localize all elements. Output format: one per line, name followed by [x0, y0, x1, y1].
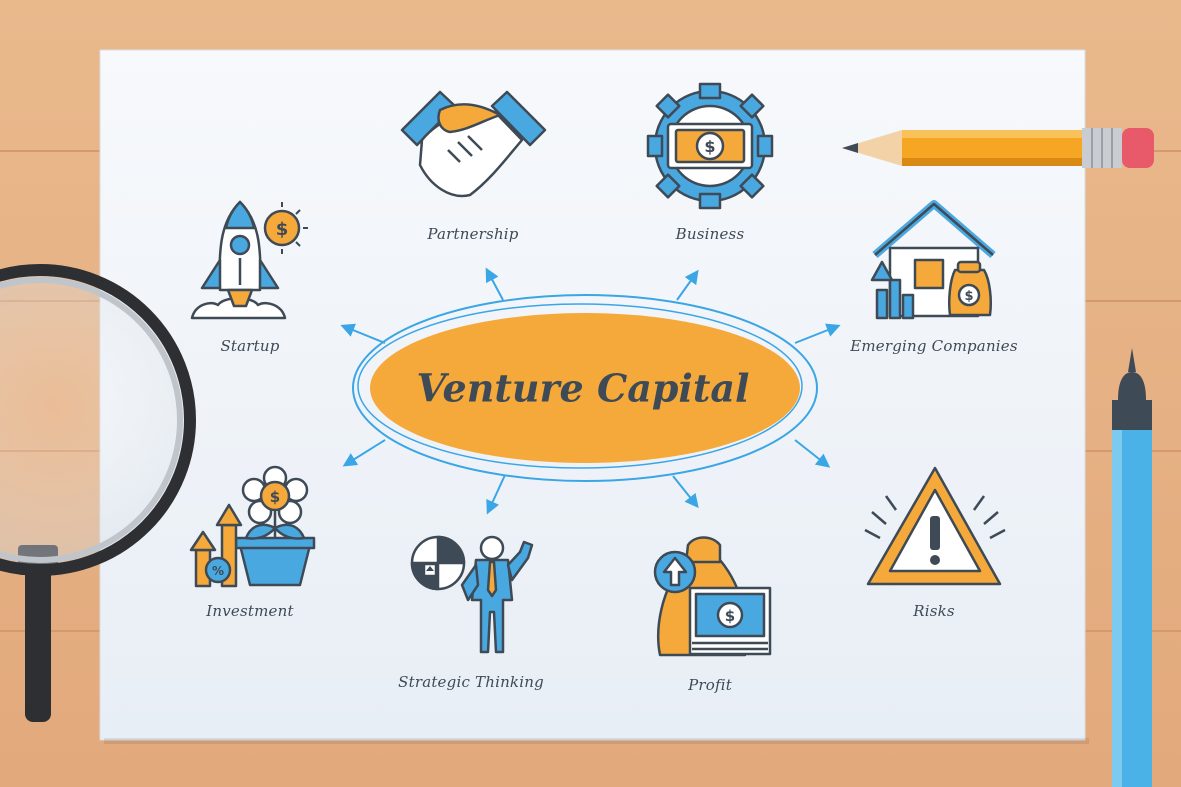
magnifying-glass-prop	[0, 264, 196, 722]
arrow-strategic	[486, 474, 506, 515]
node-label-strategic-thinking: Strategic Thinking	[398, 673, 544, 691]
svg-text:$: $	[270, 488, 280, 506]
warning-triangle-icon	[864, 466, 1006, 586]
arrow-startup	[340, 323, 386, 344]
plant-growth-icon: $ %	[189, 465, 316, 588]
arrow-emerging	[794, 323, 841, 344]
arrow-risks	[794, 439, 831, 468]
house-growth-icon: $	[870, 200, 996, 320]
svg-text:$: $	[276, 219, 289, 240]
svg-text:$: $	[725, 607, 735, 625]
connector-arrows	[340, 267, 841, 515]
svg-text:$: $	[964, 289, 973, 304]
node-label-investment: Investment	[206, 602, 294, 620]
money-bag-icon: $	[653, 536, 772, 657]
node-label-partnership: Partnership	[427, 225, 519, 243]
handshake-icon	[400, 90, 547, 198]
arrow-partnership	[485, 267, 504, 301]
center-node	[352, 294, 818, 482]
arrow-profit	[672, 475, 699, 509]
node-label-profit: Profit	[688, 676, 732, 694]
pencil-prop	[842, 128, 1154, 168]
pen-prop	[1112, 348, 1152, 787]
businessman-chart-icon	[410, 535, 534, 654]
node-label-business: Business	[675, 225, 745, 243]
node-label-startup: Startup	[220, 337, 280, 355]
svg-text:$: $	[704, 137, 715, 156]
arrow-business	[676, 269, 699, 301]
node-label-emerging-companies: Emerging Companies	[850, 337, 1018, 355]
gear-money-icon: $	[646, 82, 774, 210]
node-label-risks: Risks	[913, 602, 955, 620]
rocket-icon: $	[190, 200, 308, 320]
svg-text:%: %	[212, 564, 224, 578]
arrow-investment	[342, 439, 386, 467]
diagram-title: Venture Capital	[416, 365, 750, 411]
